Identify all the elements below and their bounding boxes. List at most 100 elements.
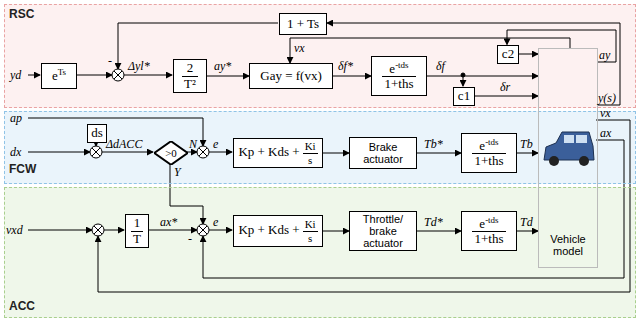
node-text: ds (91, 126, 103, 140)
block-box: e-tds1+ths (461, 133, 517, 173)
fcw-band-fill (4, 111, 636, 184)
error-wire (209, 230, 232, 231)
text-wrap: 1 + Ts (287, 17, 319, 31)
text-wrap: c1 (458, 89, 470, 103)
junction-cross (114, 71, 122, 79)
diamond-shape (154, 141, 187, 165)
signal-wire (28, 230, 92, 231)
signal-label: dx (10, 146, 21, 158)
signal-label: e (213, 216, 218, 228)
text-wrap: e-tds1+ths (382, 61, 415, 92)
car-body (544, 132, 594, 160)
node-text: s (303, 231, 318, 244)
rsc-band-fill (4, 4, 636, 108)
junction-cross (94, 226, 102, 234)
signal-connector (327, 23, 620, 105)
signal-wire (104, 230, 124, 231)
text-wrap: Gay = f(vx) (260, 69, 321, 83)
block-box: c1 (453, 87, 475, 106)
signal-wire (28, 152, 90, 153)
block-box: e-tds1+ths (461, 211, 517, 251)
car-illustration (544, 132, 594, 166)
node-text: c1 (458, 89, 470, 103)
node-text: 2 (182, 61, 198, 75)
node-text: e (479, 138, 485, 153)
node-text: 1+ths (382, 76, 415, 91)
signal-label: Y (174, 166, 181, 178)
text-wrap: ds (91, 126, 103, 140)
summing-junction (197, 146, 209, 158)
signal-connector (417, 231, 461, 232)
signal-connector (333, 76, 371, 77)
signal-wire (124, 75, 172, 76)
signal-label: δf* (338, 60, 353, 72)
text-wrap: c2 (502, 47, 514, 61)
signal-connector (519, 54, 538, 55)
car-window (576, 135, 587, 143)
text-wrap: eTs (52, 68, 66, 84)
signal-label: Δyl* (128, 60, 150, 72)
error-wire (209, 152, 232, 153)
signal-label: Td (520, 216, 533, 228)
signal-connector (290, 38, 570, 63)
signal-label: δr (500, 81, 510, 93)
node-text: 1 (131, 216, 143, 230)
switch-wire (170, 164, 203, 224)
signal-label: vx (294, 42, 305, 54)
text-wrap: e-tds1+ths (472, 216, 505, 247)
signal-wire (102, 152, 153, 153)
summing-junction (92, 224, 104, 236)
region-band: RSCeTs1 + Ts2T²Gay = f(vx)e-tds1+thsc2c1 (4, 4, 636, 108)
node-text: 1 + Ts (287, 17, 319, 31)
block-box: Kp + Kds +Kis (233, 215, 323, 247)
block-box: ds (87, 124, 107, 143)
node-text: 1+ths (472, 231, 505, 246)
signal-label: Tb* (424, 138, 443, 150)
node-text: Kp + Kds + (238, 222, 299, 237)
junction-cross (92, 148, 100, 156)
summing-junction (112, 69, 124, 81)
node-text: e (479, 216, 485, 231)
signal-label: ax* (160, 216, 177, 228)
node-text: T (131, 231, 143, 246)
node-text: -tds (485, 137, 499, 147)
node-text: c2 (502, 47, 514, 61)
signal-connector (507, 30, 616, 62)
text-wrap: 1T (131, 216, 143, 246)
block-box: Brake actuator (349, 137, 417, 169)
signal-label: vx (600, 107, 611, 119)
node-text: Ki (303, 140, 318, 152)
node-text: e (52, 69, 58, 84)
text-wrap: Kp + Kds +Kis (238, 140, 317, 165)
signal-connector (323, 231, 349, 232)
vehicle-model: Vehicle model (538, 48, 598, 268)
block-box: 1 + Ts (279, 13, 327, 35)
block-box: eTs (41, 63, 77, 89)
text-wrap: >0 (165, 147, 177, 159)
acc-band-fill (4, 187, 636, 318)
node-text: >0 (165, 147, 177, 159)
node-text: Ts (58, 67, 66, 77)
numerator: e-tds (382, 61, 415, 77)
node-text: s (303, 153, 318, 166)
signal-label: δf (436, 60, 445, 72)
signal-connector (207, 76, 249, 77)
junction-cross (199, 148, 207, 156)
signal-label: yd (10, 69, 21, 81)
signal-label: Td* (424, 216, 443, 228)
signal-wire (187, 152, 197, 153)
signal-label: vxd (6, 224, 23, 236)
text-wrap: Vehicle model (539, 233, 597, 257)
block-box: e-tds1+ths (371, 56, 427, 96)
signal-label: Tb (520, 138, 533, 150)
signal-label: ap (10, 112, 22, 124)
numerator: e-tds (472, 138, 505, 154)
block-box: c2 (497, 45, 519, 64)
car-window (564, 135, 574, 143)
signal-label: - (188, 233, 192, 245)
signal-connector (517, 153, 538, 154)
signal-label: N (189, 138, 197, 150)
node-text: RSC (9, 7, 34, 21)
signal-connector (427, 76, 538, 77)
signal-connector (323, 153, 349, 154)
